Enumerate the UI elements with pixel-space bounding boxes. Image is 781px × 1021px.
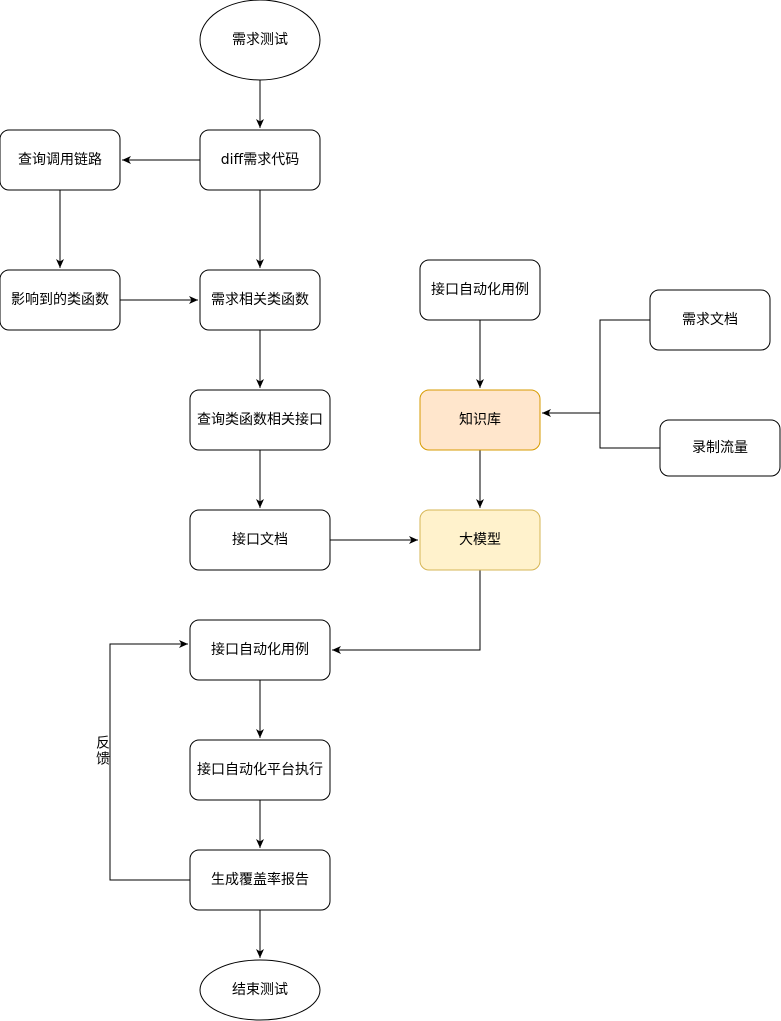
recorded-traffic-box (659, 419, 781, 477)
requirement-doc-box (649, 289, 771, 351)
node-diff-code: diff需求代码 (199, 129, 321, 191)
affected-functions-label: 影响到的类函数 (11, 292, 109, 308)
node-related-interfaces: 查询类函数相关接口 (189, 389, 331, 451)
feedback-label: 反馈 (94, 735, 110, 767)
node-generated-cases: 接口自动化用例 (189, 619, 331, 681)
knowledge-base-box (419, 389, 541, 451)
end-ellipse (199, 959, 321, 1021)
related-interfaces-box (189, 389, 331, 451)
node-large-model: 大模型 (419, 509, 541, 571)
large-model-label: 大模型 (459, 532, 501, 548)
recorded-traffic-label: 录制流量 (692, 440, 748, 456)
edge-model-to-generated-cases (332, 570, 481, 654)
node-related-functions: 需求相关类函数 (199, 269, 321, 331)
generated-cases-box (189, 619, 331, 681)
edge-requirement-doc-to-knowledge (542, 319, 650, 417)
end-label: 结束测试 (232, 982, 288, 998)
existing-cases-box (419, 259, 541, 321)
edges (56, 80, 660, 958)
call-chain-label: 查询调用链路 (18, 152, 102, 168)
node-recorded-traffic: 录制流量 (659, 419, 781, 477)
node-call-chain: 查询调用链路 (0, 129, 121, 191)
interface-doc-label: 接口文档 (232, 531, 288, 548)
coverage-report-label: 生成覆盖率报告 (211, 871, 309, 888)
call-chain-box (0, 129, 121, 191)
generated-cases-label: 接口自动化用例 (211, 641, 309, 658)
affected-functions-box (0, 269, 121, 331)
requirement-doc-label: 需求文档 (682, 312, 738, 328)
node-platform-run: 接口自动化平台执行 (189, 739, 331, 801)
node-existing-cases: 接口自动化用例 (419, 259, 541, 321)
node-requirement-doc: 需求文档 (649, 289, 771, 351)
large-model-box (419, 509, 541, 571)
platform-run-box (189, 739, 331, 801)
interface-doc-box (189, 509, 331, 571)
start-label: 需求测试 (232, 32, 288, 48)
node-knowledge-base: 知识库 (419, 389, 541, 451)
node-affected-functions: 影响到的类函数 (0, 269, 121, 331)
knowledge-base-label: 知识库 (459, 411, 501, 428)
node-coverage-report: 生成覆盖率报告 (189, 849, 331, 911)
coverage-report-box (189, 849, 331, 911)
diff-code-label: diff需求代码 (221, 152, 299, 168)
node-interface-doc: 接口文档 (189, 509, 331, 571)
edge-traffic-to-knowledge (599, 413, 660, 449)
related-functions-label: 需求相关类函数 (211, 292, 309, 308)
existing-cases-label: 接口自动化用例 (431, 281, 529, 298)
edge-feedback-loop (109, 640, 190, 881)
node-end: 结束测试 (199, 959, 321, 1021)
start-ellipse (199, 0, 321, 81)
related-functions-box (199, 269, 321, 331)
diff-code-box (199, 129, 321, 191)
related-interfaces-label: 查询类函数相关接口 (197, 411, 323, 428)
node-start: 需求测试 (199, 0, 321, 81)
platform-run-label: 接口自动化平台执行 (197, 761, 323, 778)
